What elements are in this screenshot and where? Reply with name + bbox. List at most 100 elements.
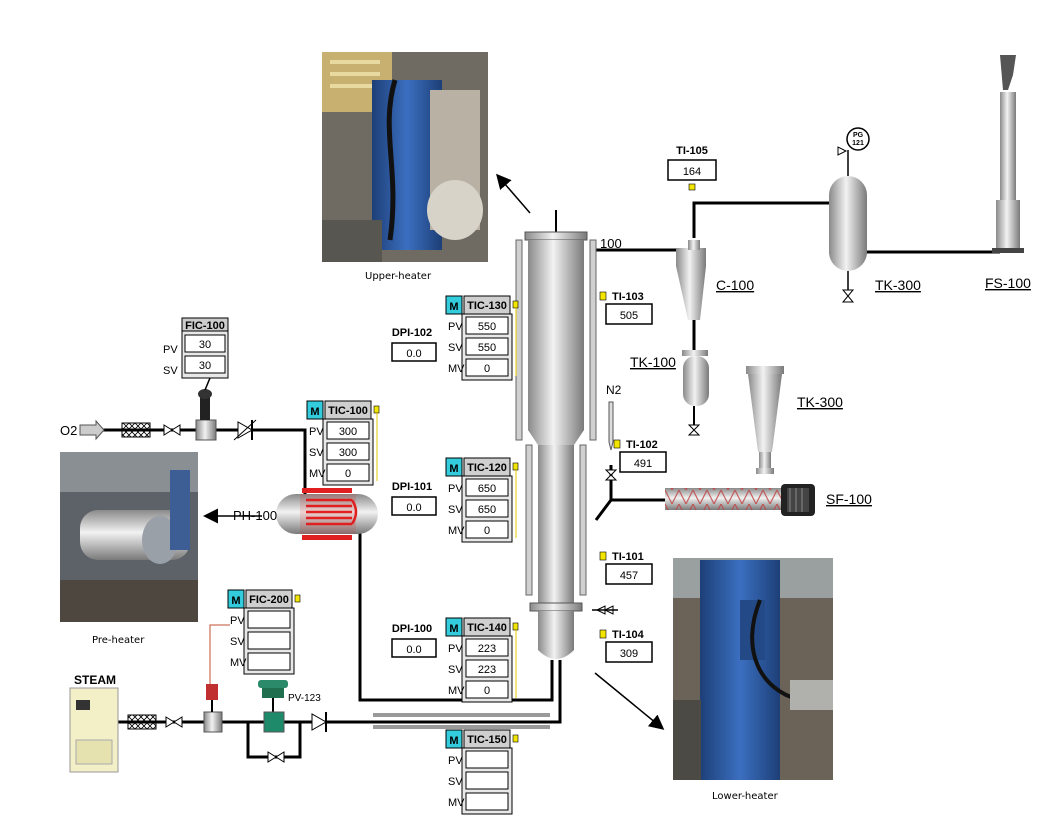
line-100-label: 100 — [600, 236, 622, 251]
steam-jacket-bar — [373, 725, 550, 729]
pv123-label: PV-123 — [288, 693, 321, 704]
tic100-status-lamp — [373, 405, 380, 414]
tic120-mv-value[interactable]: 0 — [484, 525, 490, 537]
flare-stack-fs100 — [992, 55, 1024, 253]
tic150-mv-field[interactable] — [465, 792, 509, 811]
tic100-pv-label: PV — [309, 426, 324, 438]
o2-filter — [121, 422, 151, 438]
steam-jacket-bar — [373, 713, 550, 717]
upper-heater-arrow — [496, 173, 531, 214]
fic100-sv-value[interactable]: 30 — [199, 360, 211, 372]
o2-manual-valve[interactable] — [163, 424, 181, 436]
o2-inlet-arrow — [79, 419, 105, 441]
tic120-pv-field — [465, 478, 509, 497]
tk300-top-valve[interactable] — [837, 146, 848, 156]
ti104-indicator: TI-104 309 — [599, 629, 653, 663]
n2-valve[interactable] — [604, 469, 618, 481]
tic100-sv-value[interactable]: 300 — [339, 447, 357, 459]
tic140-pv-value: 223 — [478, 643, 496, 655]
tic120-mode-badge-label: M — [449, 463, 458, 475]
fic200-sv-field[interactable] — [247, 631, 291, 650]
upper-heater-photo — [322, 52, 488, 262]
tic140-sv-field[interactable] — [465, 659, 509, 678]
tic130-sv-field[interactable] — [465, 337, 509, 356]
ti105-indicator: TI-105 164 — [667, 145, 717, 191]
indicators-layer: DPI-1020.0DPI-1010.0DPI-1000.0TI-105164T… — [391, 145, 717, 663]
steam-bypass-valve[interactable] — [267, 751, 285, 763]
steam-check-valve — [311, 712, 328, 732]
ti103-value: 505 — [620, 310, 638, 322]
tic120-sv-label: SV — [448, 504, 463, 516]
tic140-mode-badge-label: M — [449, 623, 458, 635]
ti105-tag: TI-105 — [676, 145, 708, 157]
dpi102-indicator: DPI-102 0.0 — [391, 327, 437, 362]
reactor-bottom-valve[interactable] — [592, 605, 618, 615]
tic100-mode-badge[interactable] — [306, 400, 324, 420]
tic150-sv-field[interactable] — [465, 771, 509, 790]
pv123-control-valve[interactable] — [258, 680, 288, 733]
preheater-ph100 — [276, 488, 378, 540]
sf100-label: SF-100 — [826, 491, 872, 507]
fic200-tag: FIC-200 — [249, 594, 289, 606]
dpi100-tag: DPI-100 — [392, 623, 432, 635]
dpi102-value: 0.0 — [406, 348, 421, 360]
ti105-value: 164 — [683, 166, 701, 178]
tk300-bottom-valve[interactable] — [841, 289, 855, 303]
tic130-mode-badge[interactable] — [445, 295, 463, 315]
tic130-pv-label: PV — [448, 321, 463, 333]
tic100-sv-field[interactable] — [326, 442, 370, 461]
tic100-mode-badge-label: M — [310, 406, 319, 418]
fic100-faceplate: FIC-100 PV SV 30 30 — [163, 317, 229, 379]
piping — [90, 201, 1000, 759]
tic140-mode-badge[interactable] — [445, 617, 463, 637]
tic100-mv-value[interactable]: 0 — [345, 468, 351, 480]
steam-generator — [69, 687, 119, 773]
tic130-sv-value[interactable]: 550 — [478, 342, 496, 354]
upper-heater-caption: Upper-heater — [365, 271, 432, 282]
fic200-pv-label: PV — [230, 615, 245, 627]
tic120-mv-field[interactable] — [465, 520, 509, 539]
tic140-pv-label: PV — [448, 643, 463, 655]
tic130-mv-field[interactable] — [465, 358, 509, 377]
o2-flow-controller-fic100-valve[interactable] — [195, 389, 217, 441]
ti103-tag: TI-103 — [612, 291, 644, 303]
ti102-value: 491 — [634, 458, 652, 470]
tic140-tag: TIC-140 — [467, 622, 507, 634]
tic140-mv-value[interactable]: 0 — [484, 685, 490, 697]
c100-label: C-100 — [716, 277, 754, 293]
tic120-sv-value[interactable]: 650 — [478, 504, 496, 516]
steam-manual-valve[interactable] — [165, 716, 183, 728]
fic200-signal-line — [209, 624, 230, 690]
dpi102-tag: DPI-102 — [392, 327, 432, 339]
n2-label: N2 — [606, 383, 622, 397]
ti104-tag: TI-104 — [612, 629, 645, 641]
tic120-mode-badge[interactable] — [445, 457, 463, 477]
tic150-sv-label: SV — [448, 776, 463, 788]
reactor-column — [515, 210, 597, 659]
tic130-mode-badge-label: M — [449, 301, 458, 313]
tic120-sv-field[interactable] — [465, 499, 509, 518]
fic200-mode-badge[interactable] — [227, 589, 245, 609]
tic140-mv-field[interactable] — [465, 680, 509, 699]
tic140-mv-label: MV — [448, 685, 465, 697]
tic150-mode-badge[interactable] — [445, 729, 463, 749]
tic140-sv-value[interactable]: 223 — [478, 664, 496, 676]
tic130-mv-label: MV — [448, 363, 465, 375]
fic200-mode-badge-label: M — [231, 595, 240, 607]
fs100-label: FS-100 — [985, 275, 1031, 291]
tic100-mv-field[interactable] — [326, 463, 370, 482]
steam-filter — [127, 714, 157, 730]
tic130-mv-value[interactable]: 0 — [484, 363, 490, 375]
tk100-drain-valve[interactable] — [687, 424, 701, 436]
pre-heater-caption: Pre-heater — [92, 635, 145, 646]
fic200-mv-field[interactable] — [247, 652, 291, 671]
ti104-value: 309 — [620, 648, 638, 660]
o2-label: O2 — [60, 423, 77, 438]
